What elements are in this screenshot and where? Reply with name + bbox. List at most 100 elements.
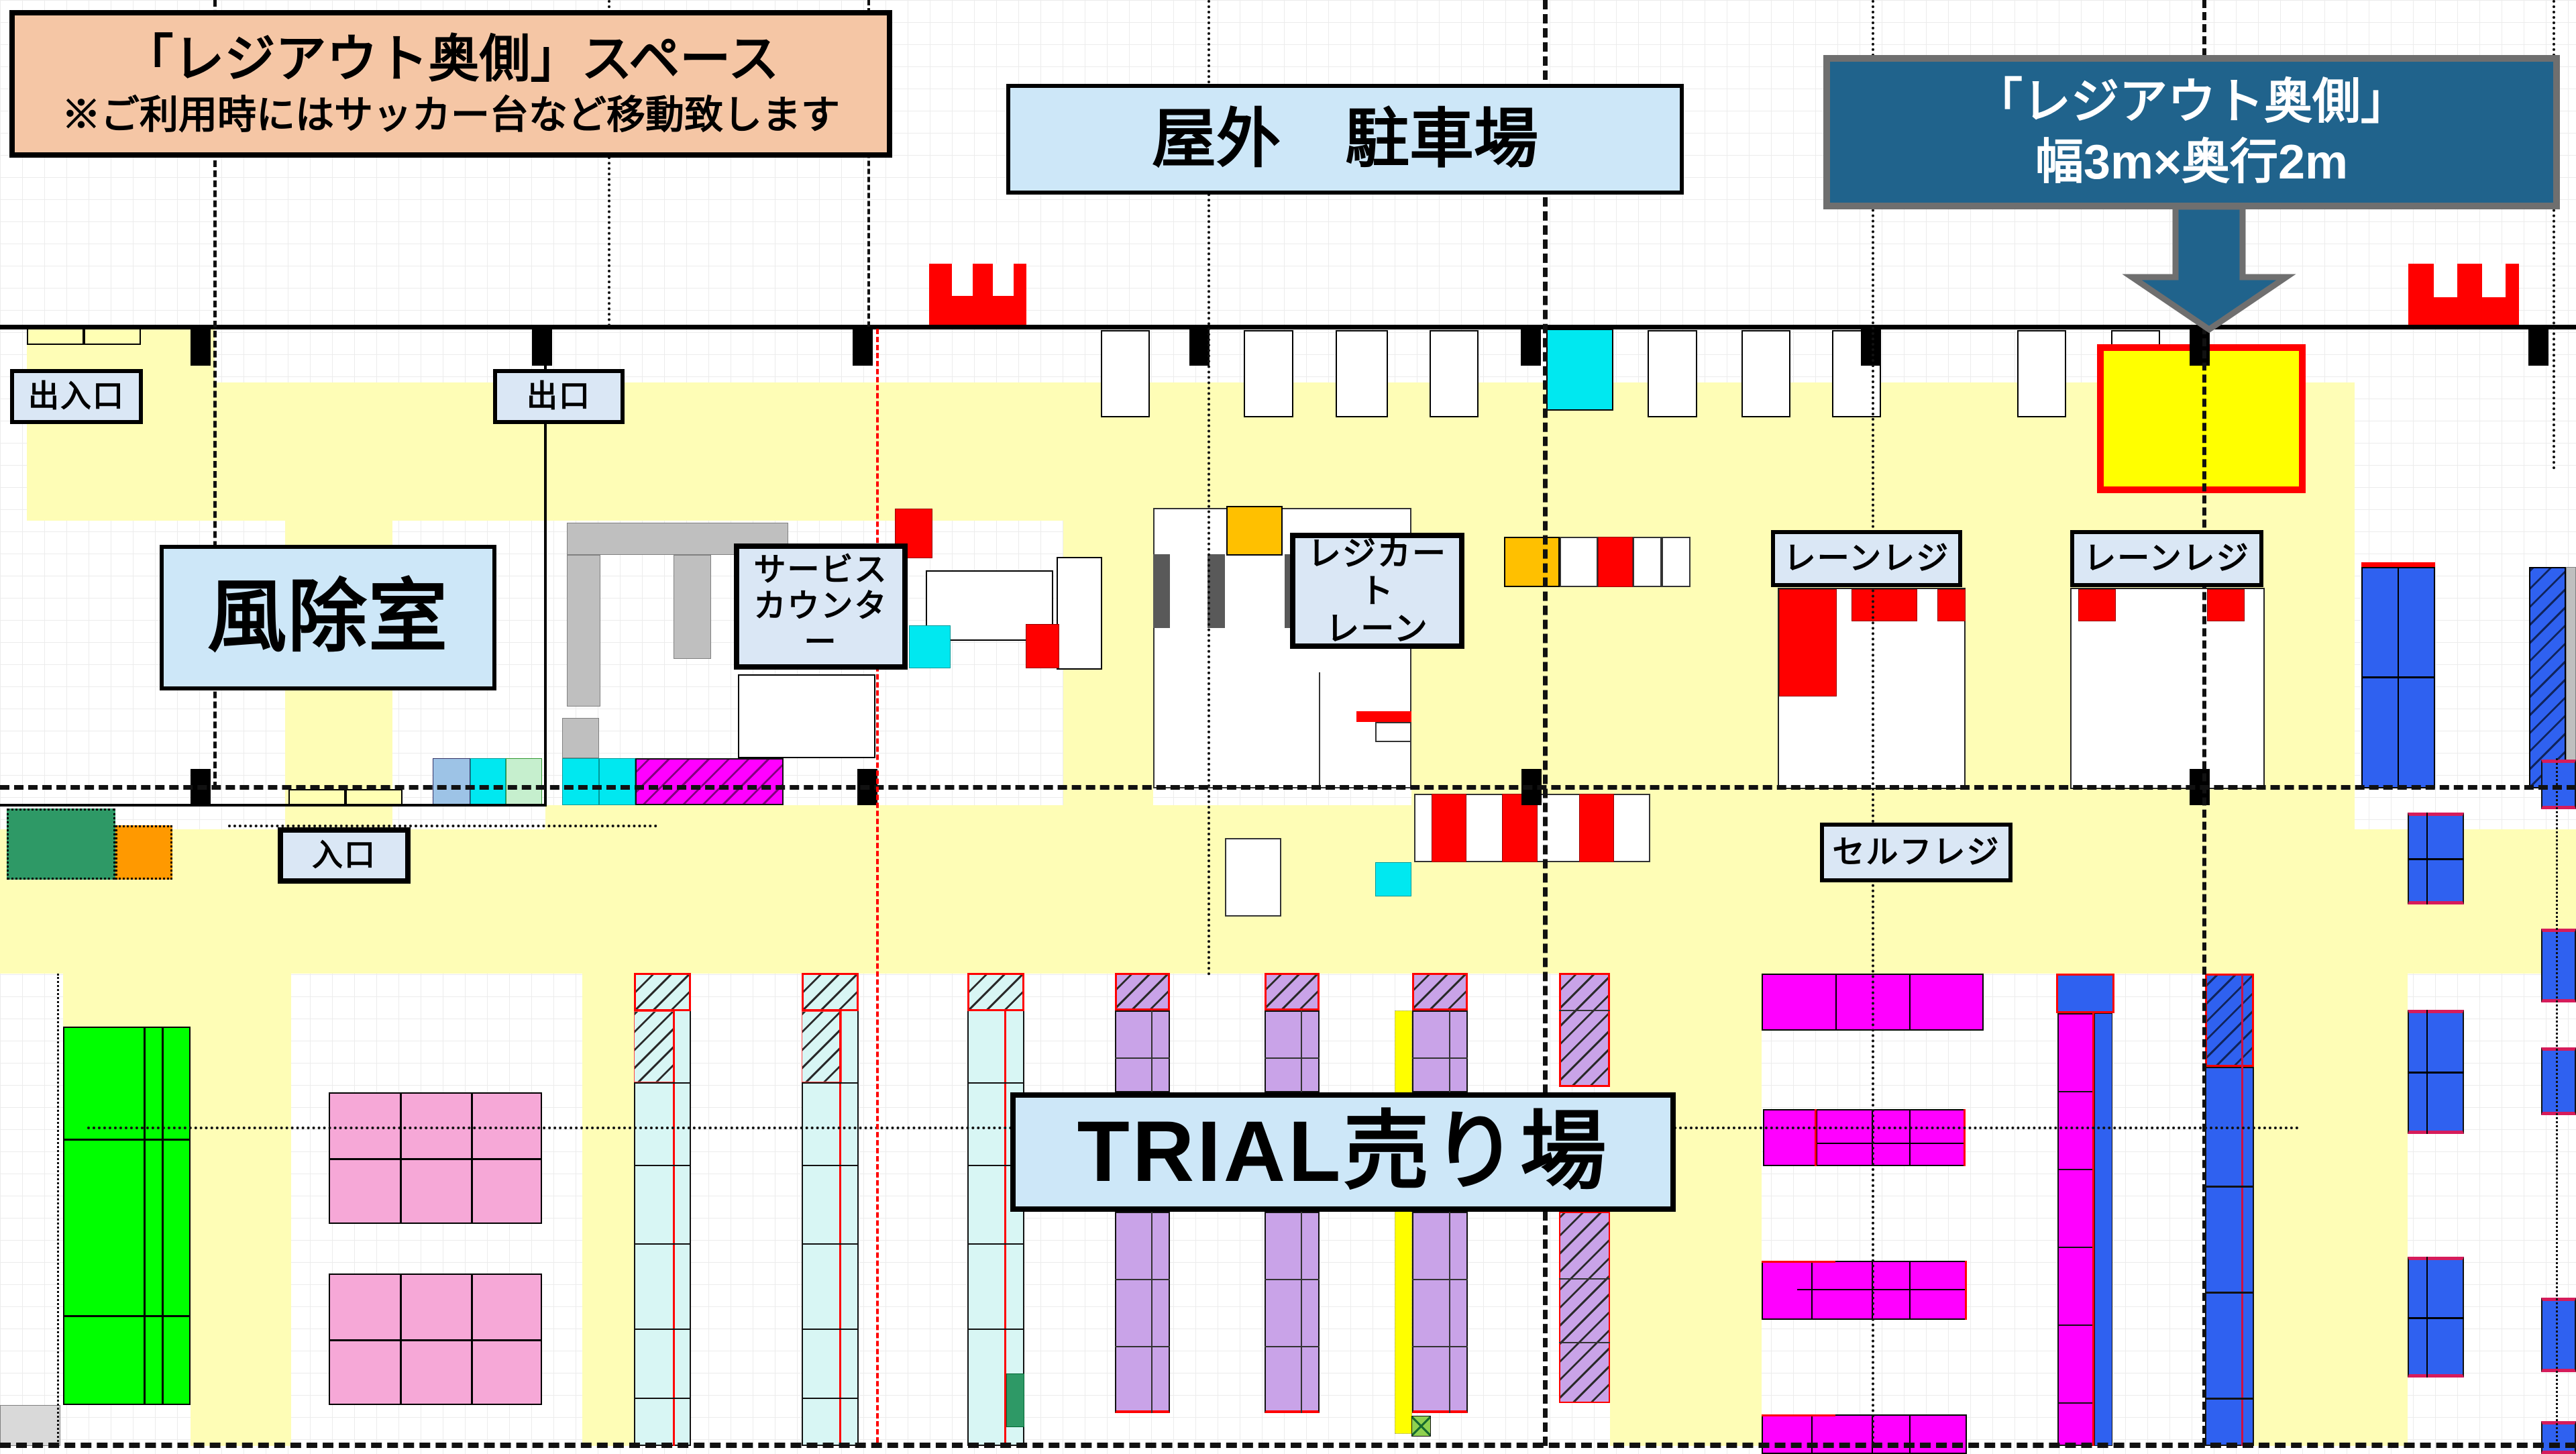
fire-line-red xyxy=(876,329,879,1443)
note-line1: 「レジアウト奥側」スペース xyxy=(122,31,780,89)
magenta-hatched-strip xyxy=(635,758,784,805)
floor-strip-d xyxy=(2254,974,2408,1446)
divider xyxy=(1559,1278,1610,1280)
divider xyxy=(1816,1143,1966,1144)
wall-mid xyxy=(0,804,547,807)
divider xyxy=(634,1082,691,1084)
red-line xyxy=(1762,1261,1835,1263)
purple-gondola-cap xyxy=(1265,973,1320,1010)
structural-column xyxy=(1521,327,1541,366)
blue-edge-block xyxy=(2541,1047,2576,1115)
label-sales-floor: TRIAL売り場 xyxy=(1010,1092,1676,1212)
blue-edge-block xyxy=(2541,1421,2576,1454)
divider xyxy=(1909,1109,1911,1166)
red-cell xyxy=(2207,589,2245,621)
grid-v-318 xyxy=(213,0,217,788)
divider xyxy=(1835,974,1837,1031)
divider xyxy=(1115,1279,1170,1280)
floor-lower-band xyxy=(0,829,2576,974)
blue-sliver xyxy=(2094,1013,2112,1446)
gondola-hatched-cell xyxy=(634,1011,674,1082)
label-text: TRIAL売り場 xyxy=(1077,1104,1609,1200)
red-u-notch xyxy=(993,264,1014,296)
divider xyxy=(1449,1212,1450,1413)
red-bar xyxy=(1356,711,1411,722)
red-cell xyxy=(1598,537,1633,587)
rental-space-highlight xyxy=(2097,344,2306,493)
divider xyxy=(967,1329,1024,1330)
dotted-h-entry xyxy=(228,825,657,827)
red-line xyxy=(1965,1261,1967,1320)
dark-green-block xyxy=(7,809,115,880)
red-cell xyxy=(1579,794,1614,862)
wall-vert xyxy=(544,344,547,805)
dark-bar xyxy=(1153,554,1170,628)
blue-cell xyxy=(433,758,470,805)
white-cell xyxy=(1375,722,1411,742)
white-cell xyxy=(1633,537,1662,587)
divider xyxy=(1909,1261,1911,1320)
gold-block xyxy=(1504,537,1560,587)
label-entrance-exit: 出入口 xyxy=(10,369,143,424)
divider xyxy=(1559,1342,1610,1343)
door-cell xyxy=(27,327,84,345)
divider xyxy=(1909,1414,1911,1454)
divider xyxy=(2205,1186,2254,1188)
cart-corral xyxy=(1741,330,1790,417)
grey-corner-block xyxy=(0,1405,60,1446)
purple-hatched-gondola xyxy=(1559,973,1610,1087)
white-cell xyxy=(1560,537,1598,587)
magenta-shelf-row xyxy=(1762,1414,1967,1454)
divider xyxy=(1265,1346,1320,1347)
red-cell xyxy=(1779,589,1837,696)
red-u-notch xyxy=(2434,264,2457,297)
divider xyxy=(1816,1109,1817,1166)
divider xyxy=(802,1165,859,1166)
red-cell xyxy=(1502,794,1538,862)
red-cell xyxy=(1432,794,1466,862)
divider xyxy=(1115,1057,1170,1059)
note-line2: ※ご利用時にはサッカー台など移動致します xyxy=(61,93,840,138)
red-strip xyxy=(2361,562,2435,567)
label-text: カウンター xyxy=(753,588,888,660)
grid-v-3810 xyxy=(2556,758,2558,1446)
grid-v-1293 xyxy=(867,0,870,327)
purple-gondola xyxy=(1265,1010,1320,1092)
highlight-line2: 幅3m×奥行2m xyxy=(2035,136,2349,189)
grey-shelf xyxy=(674,555,711,659)
grey-shelf xyxy=(567,555,600,707)
green-cell xyxy=(506,758,542,805)
divider xyxy=(802,1243,859,1245)
structural-column xyxy=(853,327,873,366)
blue-gondola xyxy=(2205,1067,2254,1446)
counter-box xyxy=(738,674,875,758)
label-lane-register-1: レーンレジ xyxy=(1771,530,1962,587)
divider xyxy=(2057,1325,2094,1326)
divider xyxy=(2408,1072,2464,1074)
structural-column xyxy=(191,327,211,366)
label-register-cart-lane: レジカート レーン xyxy=(1290,533,1464,649)
divider xyxy=(802,1398,859,1399)
magenta-shelf-row xyxy=(1763,1109,1966,1166)
red-line xyxy=(1815,1109,1817,1166)
green-shelf xyxy=(63,1027,191,1405)
divider xyxy=(967,1082,1024,1084)
parking-callout: 屋外 駐車場 xyxy=(1006,84,1684,195)
divider xyxy=(967,1165,1024,1166)
divider xyxy=(1151,1010,1152,1092)
wall-top xyxy=(0,325,2576,329)
label-text: レジカート xyxy=(1307,534,1447,610)
divider xyxy=(1559,1010,1610,1011)
divider xyxy=(1115,1346,1170,1347)
purple-gondola xyxy=(1115,1212,1170,1413)
grid-v-85 xyxy=(57,974,59,1446)
cyan-cell xyxy=(562,758,599,805)
gold-block xyxy=(1226,506,1283,556)
red-u-notch xyxy=(952,264,973,296)
grey-shelf xyxy=(562,718,599,758)
floor-left-low xyxy=(0,879,191,974)
white-cell xyxy=(1662,537,1690,587)
magenta-strip-shelf xyxy=(2057,1013,2094,1446)
red-line xyxy=(2241,974,2243,1446)
label-text: サービス xyxy=(753,552,888,588)
